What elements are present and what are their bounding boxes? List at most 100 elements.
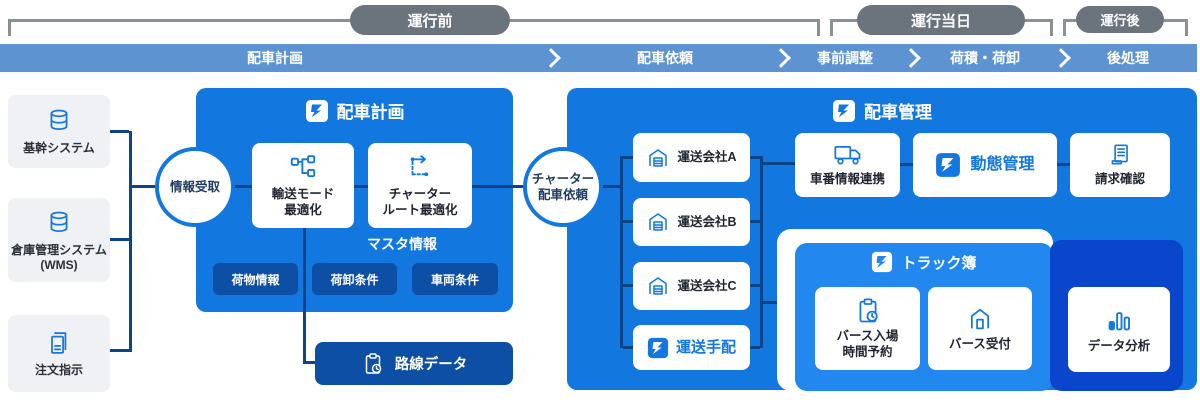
connector [750, 220, 760, 223]
database-icon [50, 211, 68, 232]
source-card-core-system: 基幹システム [8, 95, 110, 168]
connector [623, 220, 634, 223]
connector [750, 156, 760, 159]
connector [763, 301, 780, 304]
chip-cargo-info: 荷物情報 [213, 263, 298, 295]
process-step-advance-adjustment: 事前調整 [817, 50, 873, 66]
card-billing-confirmation: 請求確認 [1070, 133, 1170, 197]
card-label: チャーター ルート最適化 [382, 186, 458, 217]
logo-icon [833, 99, 855, 122]
route-data-label: 路線データ [394, 357, 468, 373]
logo-icon [936, 153, 961, 177]
truck-book-title: トラック簿 [901, 254, 977, 272]
connector [623, 346, 634, 349]
truck-icon [833, 146, 860, 165]
connector [623, 156, 634, 159]
connector [900, 163, 913, 166]
card-label: 輸送モード 最適化 [271, 186, 335, 217]
process-step-loading-unloading: 荷積・荷卸 [950, 50, 1020, 66]
dispatch-management-header: 配車管理 [567, 98, 1197, 123]
card-label: 車番情報連携 [809, 172, 885, 187]
chevron-right-icon [1051, 48, 1071, 68]
connector [129, 131, 132, 352]
card-charter-route-optimization: チャーター ルート最適化 [368, 143, 472, 228]
process-bar: 配車計画 配車依頼 事前調整 荷積・荷卸 後処理 [0, 44, 1197, 72]
connector [303, 228, 306, 364]
warehouse-icon [649, 213, 668, 231]
node-info-receive: 情報受取 [155, 147, 235, 227]
process-step-dispatch-planning: 配車計画 [247, 50, 303, 66]
branch-nodes-icon [290, 154, 316, 177]
card-label: 運送会社A [677, 150, 737, 165]
card-transport-mode-optimization: 輸送モード 最適化 [252, 143, 354, 228]
dispatch-planning-header: 配車計画 [196, 98, 513, 123]
logo-icon [647, 337, 669, 358]
card-label: データ分析 [1087, 338, 1151, 353]
chevron-right-icon [901, 48, 921, 68]
phase-pill-post-operation: 運行後 [1076, 6, 1164, 33]
logo-icon [305, 99, 328, 122]
process-step-post-processing: 後処理 [1107, 50, 1149, 66]
chevron-right-icon [771, 48, 791, 68]
phase-pill-operation-day: 運行当日 [857, 5, 1025, 35]
connector [601, 185, 622, 188]
card-label: 運送会社B [677, 214, 737, 229]
card-label: 動態管理 [970, 155, 1035, 173]
node-charter-dispatch-request: チャーター 配車依頼 [523, 147, 603, 227]
dispatch-planning-title: 配車計画 [336, 103, 405, 122]
process-step-dispatch-request: 配車依頼 [637, 50, 693, 66]
card-dynamic-tracking: 動態管理 [913, 133, 1057, 197]
connector [110, 130, 129, 133]
source-card-label: 倉庫管理システム (WMS) [11, 242, 107, 272]
berth-house-icon [970, 308, 990, 330]
logo-icon [872, 251, 893, 273]
receipt-icon [1111, 144, 1128, 165]
connector [623, 284, 634, 287]
card-label: バース入場 時間予約 [836, 328, 899, 359]
source-card-label: 基幹システム [23, 141, 95, 155]
connector [110, 349, 129, 352]
connector [620, 156, 623, 348]
route-data-box: 路線データ [315, 342, 513, 385]
card-vehicle-number-link: 車番情報連携 [795, 133, 900, 197]
connector [110, 238, 129, 241]
card-carrier-b: 運送会社B [633, 198, 750, 246]
warehouse-icon [649, 148, 668, 167]
chip-vehicle-conditions: 車両条件 [412, 263, 498, 295]
connector [233, 185, 254, 188]
warehouse-icon [649, 277, 668, 295]
connector [1057, 163, 1070, 166]
chip-unloading-conditions: 荷卸条件 [312, 263, 397, 295]
database-icon [50, 109, 68, 131]
connector [750, 284, 760, 287]
clipboard-clock-icon [859, 298, 878, 323]
chevron-right-icon [541, 48, 561, 68]
master-info-label: マスタ情報 [367, 236, 437, 252]
card-carrier-a: 運送会社A [633, 133, 750, 182]
card-berth-time-reservation: バース入場 時間予約 [815, 287, 920, 370]
card-label: 運送会社C [677, 278, 737, 293]
clipboard-clock-icon [365, 352, 381, 374]
connector [763, 162, 795, 165]
phase-pill-pre-operation: 運行前 [350, 5, 510, 35]
card-label: 請求確認 [1094, 172, 1145, 187]
dispatch-management-title: 配車管理 [864, 103, 932, 122]
source-card-label: 注文指示 [34, 363, 83, 377]
source-card-order-instruction: 注文指示 [8, 315, 110, 392]
source-card-wms: 倉庫管理システム (WMS) [8, 198, 110, 282]
card-berth-reception: バース受付 [928, 287, 1032, 370]
connector [472, 185, 525, 188]
bar-chart-icon [1108, 312, 1130, 331]
card-data-analysis: データ分析 [1068, 287, 1170, 372]
card-transport-arrangement: 運送手配 [633, 325, 750, 370]
card-label: バース受付 [949, 336, 1011, 351]
card-label: 運送手配 [675, 338, 736, 356]
connector [303, 361, 317, 364]
route-optimize-icon [410, 154, 429, 176]
card-carrier-c: 運送会社C [633, 262, 750, 310]
connector [750, 346, 760, 349]
truck-book-header: トラック簿 [795, 251, 1053, 273]
connector [131, 185, 157, 188]
connector [354, 185, 368, 188]
